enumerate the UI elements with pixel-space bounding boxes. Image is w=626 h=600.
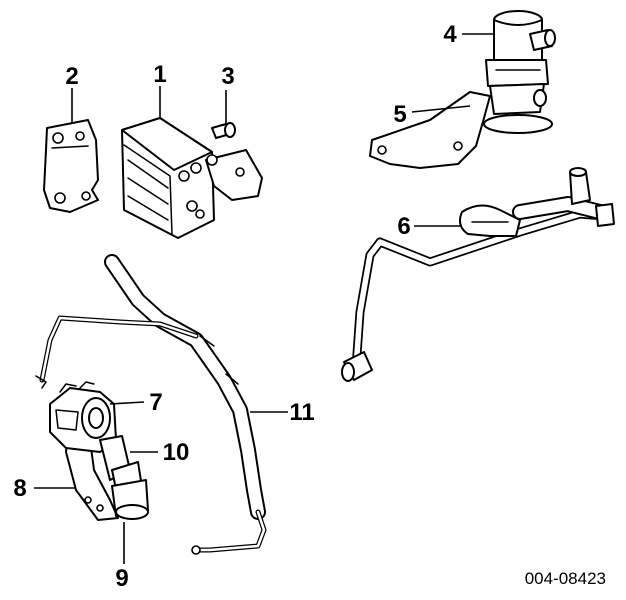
figure-code: 004-08423 — [525, 569, 606, 588]
callout-3: 3 — [221, 63, 234, 90]
part-5-bracket — [369, 91, 491, 169]
callout-6: 6 — [397, 213, 410, 240]
callout-4: 4 — [443, 21, 457, 48]
part-3-bolt — [211, 122, 236, 139]
part-4-valve — [483, 10, 556, 134]
callout-11: 11 — [289, 399, 314, 426]
callout-2: 2 — [65, 63, 78, 90]
part-9-cap — [111, 479, 149, 520]
callout-1: 1 — [153, 61, 166, 88]
callout-labels: 1 2 3 4 5 6 7 8 9 10 11 — [13, 21, 457, 592]
part-2-gasket — [43, 119, 99, 213]
part-7-solenoid — [49, 381, 117, 453]
callout-5: 5 — [393, 101, 406, 128]
leader-lines — [34, 33, 494, 564]
callout-7: 7 — [149, 389, 162, 416]
part-11-hose — [35, 254, 267, 555]
part-1-valve-body — [121, 117, 263, 239]
callout-8: 8 — [13, 475, 26, 502]
part-6-hose-assembly — [341, 167, 615, 382]
callout-10: 10 — [163, 439, 190, 466]
callout-9: 9 — [115, 565, 128, 592]
